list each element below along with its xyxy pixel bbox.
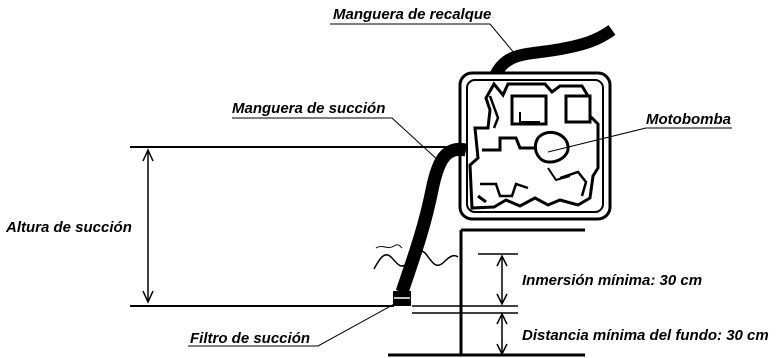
discharge-hose — [488, 25, 616, 81]
water-ripple — [375, 244, 403, 249]
leader-suction-hose — [232, 117, 441, 163]
label-suction-filter: Filtro de succión — [190, 330, 310, 347]
label-min-bottom-distance: Distancia mínima del fundo: 30 cm — [522, 327, 769, 344]
leader-suction-filter — [188, 301, 399, 347]
min-bottom-distance-arrow — [496, 312, 508, 356]
suction-hose — [395, 142, 468, 295]
label-discharge-hose: Manguera de recalque — [333, 6, 491, 23]
label-min-immersion: Inmersión mínima: 30 cm — [522, 272, 702, 289]
label-motor-pump: Motobomba — [646, 111, 731, 128]
motor-pump — [458, 71, 612, 221]
label-suction-hose: Manguera de succión — [232, 100, 385, 117]
water-tank-wall — [388, 228, 585, 357]
suction-height-arrow — [142, 148, 154, 304]
min-immersion-arrow — [496, 254, 508, 306]
label-suction-height: Altura de succión — [5, 219, 132, 236]
leader-motor-pump — [547, 127, 732, 153]
water-surface — [373, 249, 459, 270]
leader-discharge-hose — [330, 23, 521, 61]
